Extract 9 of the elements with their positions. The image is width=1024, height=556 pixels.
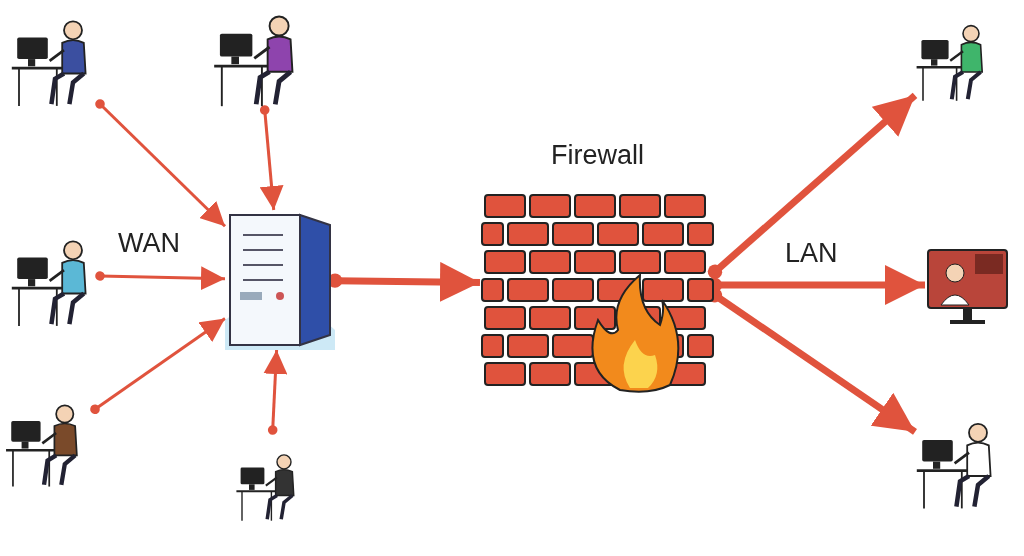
node-title: Firewall	[550, 140, 645, 171]
arrow	[259, 105, 284, 211]
arrow	[95, 266, 226, 291]
network-label: WAN	[118, 228, 180, 259]
arrow	[95, 99, 227, 228]
network-label: LAN	[785, 238, 838, 269]
arrow	[707, 92, 918, 279]
arrow	[263, 349, 288, 435]
arrow	[90, 317, 226, 415]
